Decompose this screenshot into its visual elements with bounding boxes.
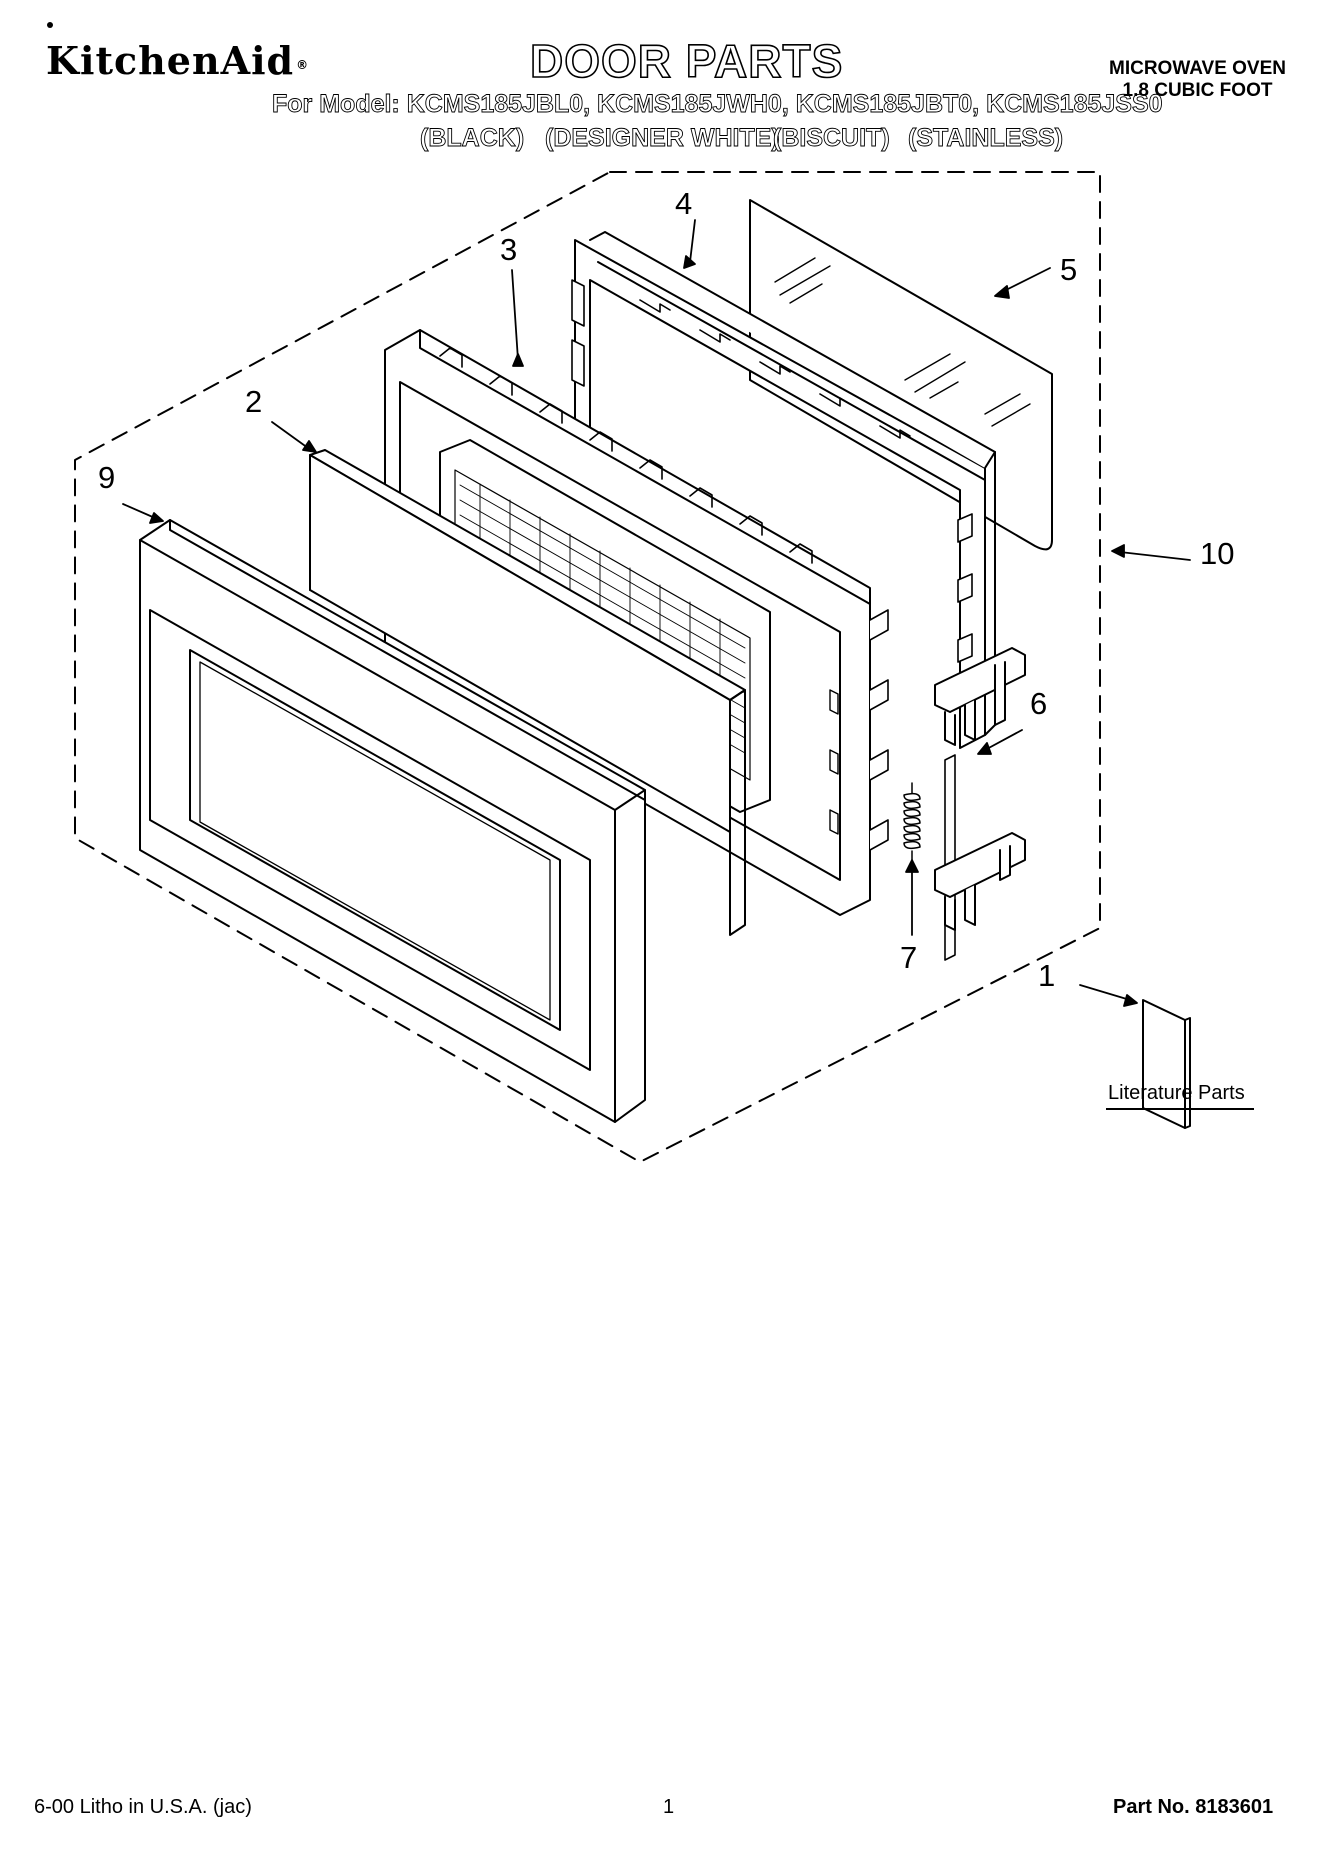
models-line: For Model: KCMS185JBL0, KCMS185JWH0, KCM… [272, 90, 1163, 119]
arrow-1-icon [1123, 994, 1138, 1007]
arrow-10-icon [1111, 544, 1125, 558]
leader-3 [511, 269, 519, 361]
choke-cover-part-2 [309, 449, 746, 936]
arrow-6-icon [977, 742, 992, 755]
leader-4 [689, 219, 696, 263]
door-outer-part-9 [139, 519, 646, 1123]
arrow-4-icon [683, 255, 696, 269]
literature-underline [1106, 1108, 1254, 1110]
arrow-5-icon [994, 285, 1010, 299]
leader-5 [1001, 267, 1051, 293]
assembly-boundary [74, 171, 1101, 1163]
color-black: (BLACK) [420, 124, 525, 153]
callout-2: 2 [245, 384, 263, 419]
brand-name: KitchenAid [46, 38, 295, 83]
appliance-capacity: 1.8 CUBIC FOOT [1122, 80, 1273, 101]
color-stainless: (STAINLESS) [908, 124, 1064, 153]
leader-lines [122, 219, 1191, 1007]
arrow-3-icon [512, 353, 524, 367]
spring-part-7 [903, 782, 921, 862]
callout-10: 10 [1200, 536, 1235, 571]
brand-logo: KitchenAid® [46, 22, 310, 83]
leader-10 [1119, 551, 1191, 561]
callout-5: 5 [1060, 252, 1078, 287]
arrow-7-icon [905, 859, 919, 873]
literature-part-1 [1142, 999, 1191, 1129]
leader-6 [984, 729, 1023, 751]
page-title: DOOR PARTS [529, 34, 844, 88]
callout-3: 3 [500, 232, 518, 267]
leader-1 [1079, 984, 1131, 1001]
arrow-9-icon [149, 512, 164, 524]
callout-7: 7 [900, 940, 918, 975]
appliance-info: MICROWAVE OVEN 1.8 CUBIC FOOT [1090, 58, 1305, 102]
page-number: 1 [663, 1796, 675, 1818]
callout-1: 1 [1038, 958, 1056, 993]
leader-2 [271, 421, 309, 449]
callout-6: 6 [1030, 686, 1048, 721]
part-number: Part No. 8183601 [1113, 1796, 1274, 1818]
logo-mark-icon [47, 22, 53, 28]
arrow-2-icon [302, 440, 317, 453]
appliance-type: MICROWAVE OVEN [1109, 58, 1286, 79]
literature-label: Literature Parts [1108, 1082, 1245, 1104]
callout-4: 4 [675, 186, 693, 221]
latch-hook-part-6 [934, 647, 1026, 961]
callout-9: 9 [98, 460, 116, 495]
print-info: 6-00 Litho in U.S.A. (jac) [34, 1796, 252, 1818]
leader-9 [122, 503, 156, 519]
registered-mark: ® [296, 57, 310, 72]
color-designer-white: (DESIGNER WHITE) [545, 124, 781, 153]
color-biscuit: (BISCUIT) [773, 124, 891, 153]
